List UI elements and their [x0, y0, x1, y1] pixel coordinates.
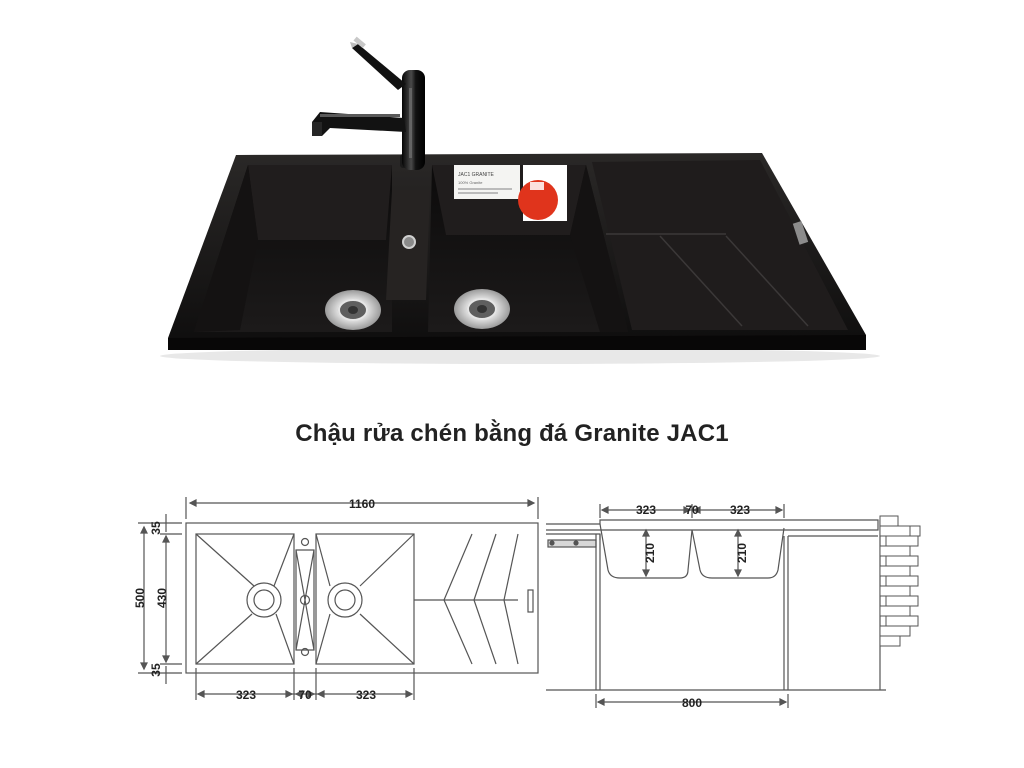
section-screw-icon — [573, 540, 579, 546]
plan-groove — [443, 533, 473, 601]
section-text-70: 70 — [685, 503, 699, 517]
plan-groove — [503, 599, 519, 665]
dim-text-35-bottom: 35 — [149, 663, 163, 677]
plan-right-diag — [315, 533, 331, 587]
plan-overflow-icon — [299, 594, 311, 606]
section-right-bowl — [691, 527, 785, 579]
section-text-800: 800 — [682, 696, 702, 710]
dim-arrow — [642, 528, 650, 578]
overflow-slot-icon — [792, 220, 809, 245]
svg-text:JAC1 GRANITE: JAC1 GRANITE — [458, 172, 495, 178]
plan-left-diag — [275, 613, 295, 665]
plan-right-bowl — [315, 533, 415, 665]
drainboard — [592, 160, 848, 330]
sink-photo: JAC1 GRANITE 100% Granite — [160, 36, 880, 364]
dim-arrow — [196, 690, 414, 698]
plan-left-diag — [195, 533, 255, 587]
plan-hole-icon — [300, 647, 310, 657]
plan-left-diag — [195, 613, 253, 665]
dim-text-35-top: 35 — [149, 521, 163, 535]
plan-groove — [473, 599, 497, 665]
plan-left-diag — [273, 533, 295, 587]
plan-groove — [473, 533, 497, 601]
drainboard-groove — [659, 235, 743, 327]
dim-arrow — [600, 506, 784, 514]
dim-ext — [138, 522, 182, 674]
dim-text-323-left: 323 — [236, 688, 256, 702]
plan-left-drain-icon — [246, 582, 282, 618]
left-bowl-side — [194, 165, 258, 332]
section-text-323-right: 323 — [730, 503, 750, 517]
dim-arrow — [140, 525, 148, 671]
sink-shadow — [160, 348, 880, 364]
dim-arrow — [596, 698, 788, 706]
left-bowl-wall — [248, 165, 392, 240]
section-countertop — [546, 519, 879, 531]
section-cabinet-left — [595, 534, 601, 690]
drainboard-groove — [725, 235, 809, 327]
plan-groove — [503, 533, 519, 601]
section-screw-icon — [549, 540, 555, 546]
plan-right-diag — [359, 613, 415, 665]
plan-overflow-slot-icon — [527, 589, 534, 613]
section-text-210-right: 210 — [735, 543, 749, 563]
dim-ext — [195, 668, 415, 700]
section-left-bowl — [599, 523, 693, 579]
right-bowl-side — [570, 165, 628, 332]
product-label: JAC1 GRANITE 100% Granite — [454, 165, 520, 199]
svg-text:100% Granite: 100% Granite — [458, 180, 483, 185]
sink-front-edge — [168, 335, 866, 350]
section-text-210-left: 210 — [643, 543, 657, 563]
section-countertop-edge — [546, 533, 601, 540]
dim-ext — [595, 694, 789, 708]
dim-text-500: 500 — [133, 588, 147, 608]
dim-ext — [599, 504, 785, 518]
plan-right-diag — [359, 533, 415, 587]
dim-ext — [185, 497, 539, 519]
red-tag — [518, 165, 567, 221]
section-cabinet-right — [783, 536, 789, 690]
dim-arrow — [188, 499, 536, 507]
plan-right-diag — [315, 613, 331, 665]
plan-left-bowl — [195, 533, 295, 665]
right-drain-icon — [454, 289, 510, 329]
plan-middle-line — [304, 549, 315, 651]
plan-groove — [443, 599, 473, 665]
overflow-icon — [402, 235, 416, 249]
faucet-icon — [312, 36, 425, 170]
dim-text-1160: 1160 — [349, 497, 375, 511]
dim-arrow — [162, 534, 170, 664]
plan-outline — [185, 522, 539, 674]
dim-arrow — [734, 528, 742, 578]
plan-right-drain-inner — [334, 589, 356, 611]
dim-text-70: 70 — [298, 688, 312, 702]
brick-wall — [879, 515, 921, 647]
dim-text-430: 430 — [155, 588, 169, 608]
section-rail — [547, 539, 597, 548]
plan-right-drain-icon — [327, 582, 363, 618]
dim-text-323-right: 323 — [356, 688, 376, 702]
plan-left-drain-inner — [253, 589, 275, 611]
plan-tap-hole-icon — [300, 537, 310, 547]
product-caption: Chậu rửa chén bằng đá Granite JAC1 — [295, 420, 729, 447]
left-drain-icon — [325, 290, 381, 330]
section-text-323-left: 323 — [636, 503, 656, 517]
